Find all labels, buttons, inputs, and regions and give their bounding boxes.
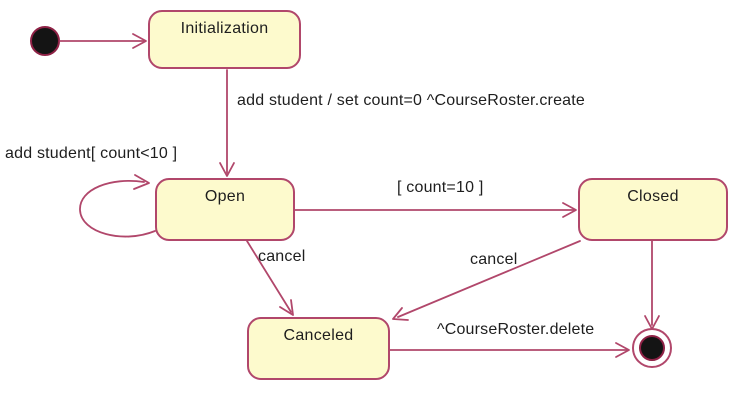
edge-open-to-canceled — [246, 240, 292, 313]
arrowhead-open-to-closed — [562, 202, 577, 218]
arrowhead-closed-to-canceled — [392, 307, 409, 321]
state-open-label: Open — [204, 188, 246, 205]
final-state-icon — [639, 335, 665, 361]
state-initialization: Initialization — [148, 10, 301, 69]
arrowhead-open-self-loop — [133, 174, 150, 190]
edge-open-self-loop — [79, 180, 156, 238]
state-open: Open — [155, 178, 295, 241]
initial-state-icon — [30, 26, 60, 56]
arrowhead-initialization-to-open — [219, 162, 235, 177]
transition-label-open-to-canceled: cancel — [258, 248, 306, 265]
transition-label-init-to-open: add student / set count=0 ^CourseRoster.… — [237, 92, 586, 109]
transition-label-open-to-closed: [ count=10 ] — [397, 179, 484, 196]
transition-label-closed-to-canceled: cancel — [470, 251, 518, 268]
state-closed-label: Closed — [627, 188, 679, 205]
state-canceled-label: Canceled — [283, 327, 354, 344]
arrowhead-open-to-canceled — [279, 299, 294, 316]
state-closed: Closed — [578, 178, 728, 241]
edge-closed-to-canceled — [397, 240, 581, 318]
arrowhead-canceled-to-final — [615, 342, 630, 358]
state-canceled: Canceled — [247, 317, 390, 380]
transition-label-open-self-loop: add student[ count<10 ] — [5, 145, 178, 162]
arrowhead-initial-to-initialization — [132, 33, 147, 49]
transition-label-canceled-to-final: ^CourseRoster.delete — [437, 321, 595, 338]
state-initialization-label: Initialization — [180, 20, 269, 37]
